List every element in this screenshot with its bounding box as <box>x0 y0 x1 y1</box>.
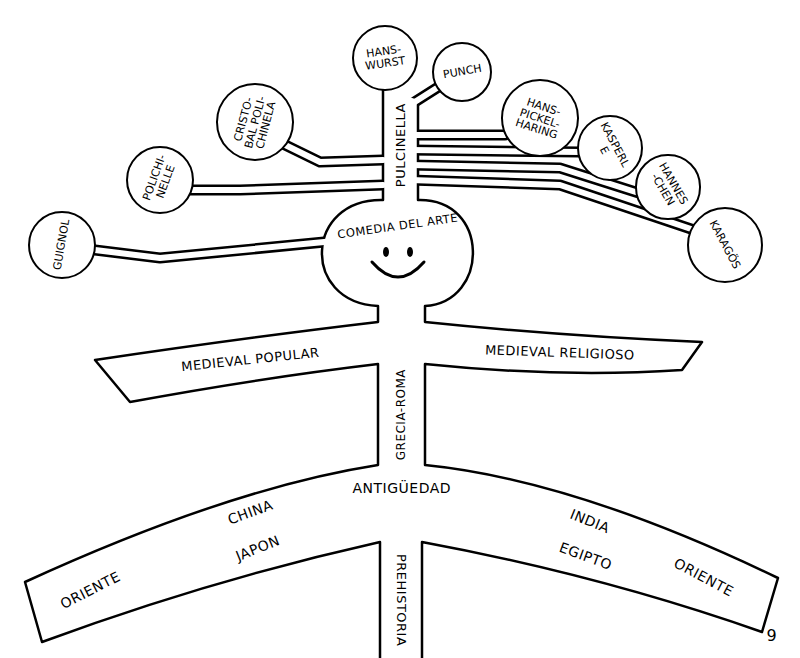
branch-fills <box>95 72 700 258</box>
puppet-circle: POLICHI-NELLE <box>126 146 195 215</box>
puppet-name: POLICHI-NELLE <box>140 151 180 210</box>
puppet-circle: PUNCH <box>432 42 492 102</box>
puppet-circle: CRISTO-BAL POLI-CHINELA <box>216 83 294 161</box>
branch-label: ANTIGÜEDAD <box>353 481 452 496</box>
puppet-circle: HANNES-CHEN <box>635 154 700 219</box>
tree-body <box>25 88 778 658</box>
puppet-circle: KASPERLE <box>577 115 643 181</box>
branch-label: PREHISTORIA <box>394 554 408 646</box>
puppet-circle: HANS-PICKEL-HARING <box>501 79 579 157</box>
branch-label: PULCINELLA <box>394 103 408 187</box>
puppet-name: HANNES-CHEN <box>645 160 690 215</box>
puppet-circle: HANS-WURST <box>352 25 418 91</box>
puppet-name: KASPERLE <box>588 120 632 176</box>
puppet-name: KARAGÖS <box>707 219 742 271</box>
puppet-name: PUNCH <box>442 63 482 81</box>
branch-label: GRECIA-ROMA <box>395 368 408 459</box>
puppet-name: GUIGNOL <box>52 219 72 272</box>
puppet-name: CRISTO-BAL POLI-CHINELA <box>231 89 279 154</box>
page-number: 9 <box>767 627 778 645</box>
smiley-face <box>372 247 424 277</box>
puppet-name: HANS-PICKEL-HARING <box>507 93 573 144</box>
puppet-name: HANS-WURST <box>358 43 412 73</box>
puppet-circle: GUIGNOL <box>28 211 96 279</box>
puppet-circle: KARAGÖS <box>687 207 763 283</box>
